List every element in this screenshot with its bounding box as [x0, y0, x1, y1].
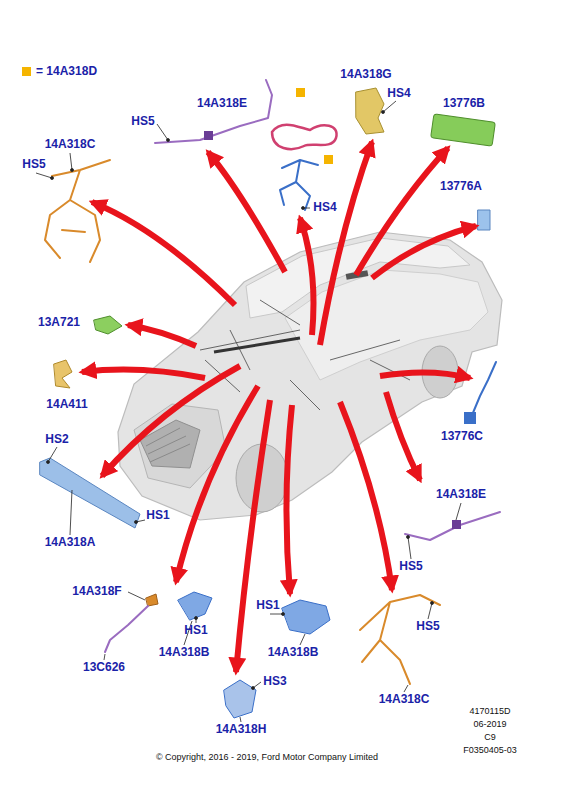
part-number: HS1	[184, 624, 207, 637]
part-number: HS5	[416, 620, 439, 633]
part-number: 14A318E	[436, 488, 486, 501]
part-number: 14A318B	[159, 646, 210, 659]
part-number: 13776C	[441, 430, 483, 443]
part-number: 14A318E	[197, 97, 247, 110]
drawing-reference: 4170115D	[470, 707, 511, 717]
part-number: HS1	[146, 509, 169, 522]
part-number: 13776B	[443, 97, 485, 110]
drawing-reference: C9	[484, 733, 496, 743]
part-number: HS1	[256, 599, 279, 612]
part-number: HS3	[263, 675, 286, 688]
red-arrows	[82, 142, 476, 672]
drawing-reference: F0350405-03	[463, 746, 517, 756]
part-number: 14A318G	[340, 68, 391, 81]
wiring-parts	[40, 80, 500, 718]
part-number: HS4	[387, 87, 410, 100]
part-number: 14A318H	[216, 723, 267, 736]
part-number: 14A318A	[45, 536, 96, 549]
part-number: 14A318C	[379, 693, 430, 706]
part-number: HS2	[45, 433, 68, 446]
leader-lines	[36, 101, 461, 722]
part-number: 13A721	[38, 316, 80, 329]
part-number: 14A318B	[268, 646, 319, 659]
part-number: 14A318C	[45, 138, 96, 151]
part-number: 13776A	[440, 180, 482, 193]
part-number: HS5	[22, 158, 45, 171]
drawing-reference: 06-2019	[473, 720, 506, 730]
part-number: HS5	[399, 560, 422, 573]
copyright-caption: © Copyright, 2016 - 2019, Ford Motor Com…	[156, 753, 378, 763]
part-number: HS4	[313, 201, 336, 214]
legend-swatch	[22, 67, 31, 76]
part-number: 14A411	[46, 398, 87, 411]
part-number: HS5	[131, 115, 154, 128]
part-number: 13C626	[83, 661, 125, 674]
part-number: 14A318F	[72, 585, 121, 598]
legend-text: = 14A318D	[36, 64, 97, 78]
